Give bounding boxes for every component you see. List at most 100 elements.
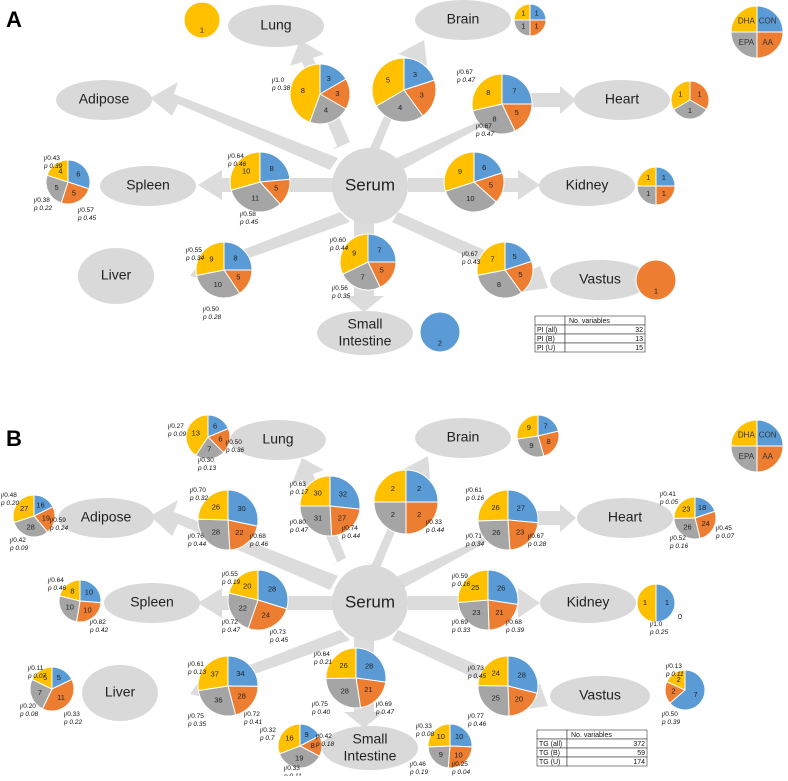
stat-pvalue: p 0.22 (63, 719, 82, 726)
pie-slice-value: 19 (42, 514, 50, 523)
pie-slice (329, 505, 361, 537)
stat-correlation: ȷ/0.60 (329, 237, 346, 244)
organ-kidney-label: Kidney (566, 177, 609, 193)
table-row-label: TG (U) (539, 759, 560, 766)
table-cell (564, 324, 646, 335)
pie-slice (449, 723, 473, 748)
organ-spleen-label: Spleen (126, 177, 170, 193)
organ-brain-label: Brain (447, 11, 480, 27)
pie-slice-value: 8 (497, 280, 501, 289)
pie-slice-value: 10 (454, 751, 462, 760)
pie-slice (227, 592, 259, 629)
pie-slice-value: 7 (207, 445, 211, 454)
pie-slice (223, 241, 253, 271)
stat-b-vas-a: ȷ/0.13p 0.11 (665, 663, 684, 678)
stat-pvalue: p 0.28 (527, 541, 546, 548)
stat-pvalue: p 0.16 (669, 543, 688, 550)
stat-b-liv-b: ȷ/0.20p 0.08 (19, 703, 38, 718)
stat-pvalue: p 0.04 (451, 769, 470, 776)
pie-slice-value: 1 (662, 189, 666, 198)
stat-pvalue: p 0.47 (289, 527, 308, 534)
table-row-label: TG (B) (539, 750, 560, 757)
pie-slice-value: 30 (237, 504, 245, 513)
pie-slice (756, 419, 784, 447)
pie-slice-value: 23 (516, 527, 524, 536)
pie-slice-value: 26 (491, 503, 499, 512)
stat-pvalue: p 0.39 (43, 163, 62, 170)
pie-slice-value: 23 (472, 608, 480, 617)
table-value: 32 (635, 327, 643, 334)
pie-slice (230, 181, 281, 213)
pie-slice (655, 185, 676, 206)
pie-a-heart-tissue: 111 (670, 80, 710, 120)
stat-correlation: ȷ/0.64 (313, 651, 330, 658)
stat-pvalue: p 0.18 (315, 741, 334, 748)
pie-slice (666, 669, 686, 691)
stat-pvalue: p 0.44 (329, 245, 348, 252)
pie-slice (655, 166, 676, 187)
pie-slice (367, 233, 397, 263)
pie-slice-value: 31 (314, 514, 322, 523)
b-organ-heart (577, 498, 673, 538)
stat-correlation: ȷ/0.82 (89, 619, 106, 626)
pie-slice-value: 9 (529, 441, 533, 450)
pie-slice (13, 515, 49, 538)
stat-b-livser-b: ȷ/0.75p 0.35 (187, 713, 206, 728)
organ-spleen (100, 166, 196, 206)
pie-slice (477, 489, 509, 522)
pie-slice-value: 1 (521, 8, 525, 17)
stat-correlation: ȷ/0.55 (221, 571, 238, 578)
pie-slice-value: DHA (738, 16, 756, 25)
arrow-to-adipose (150, 82, 338, 170)
organ-small-intestine-label-1: Small (347, 316, 382, 332)
pie-slice (299, 475, 331, 507)
organ-heart-label: Heart (605, 91, 639, 107)
stat-pvalue: p 0.46 (249, 541, 268, 548)
b-organ-lung-label: Lung (262, 431, 293, 447)
stat-b-heartser-a: ȷ/0.61p 0.16 (465, 487, 484, 502)
pie-slice-value: 28 (365, 662, 373, 671)
stat-correlation: ȷ/0.33 (63, 711, 80, 718)
pie-slice-value: 5 (274, 183, 278, 192)
pie-slice (673, 517, 701, 540)
organ-serum (332, 148, 408, 224)
pie-slice-value: 26 (683, 523, 691, 532)
stat-a-si-a: ȷ/0.60p 0.44 (329, 237, 348, 252)
pie-slice (197, 685, 237, 717)
pie-slice (371, 57, 405, 107)
arrow-to-heart-head (560, 86, 576, 114)
stat-b-siser-a: ȷ/0.64p 0.21 (313, 651, 332, 666)
pie-slice (694, 510, 717, 539)
pie-a-lung-tissue: 1 (183, 1, 221, 39)
stat-b-kidser-a: ȷ/0.59p 0.16 (451, 573, 470, 588)
pie-slice (227, 655, 259, 687)
pie-slice-value: 16 (285, 734, 293, 743)
stat-pvalue: p 0.16 (465, 495, 484, 502)
stat-pvalue: p 0.44 (187, 541, 206, 548)
stat-b-adiser-a: ȷ/0.70p 0.32 (189, 487, 208, 502)
pie-slice (403, 57, 436, 91)
pie-slice (507, 489, 539, 524)
pie-slice (756, 445, 784, 473)
pie-slice-value: 5 (518, 270, 522, 279)
pie-slice (476, 269, 523, 299)
stat-pvalue: p 0.44 (425, 527, 444, 534)
stat-b-si2-a: ȷ/0.33p 0.08 (415, 723, 434, 738)
pie-slice (373, 469, 407, 503)
pie-slice (185, 414, 209, 456)
pie-slice-value: 8 (270, 164, 274, 173)
pie-slice-value: 5 (55, 183, 59, 192)
pie-slice (507, 685, 538, 717)
stat-pvalue: p 0.34 (185, 255, 204, 262)
pie-slice-value: 7 (490, 255, 494, 264)
stat-pvalue: p 0.42 (89, 627, 108, 634)
pie-slice-value: 3 (413, 70, 417, 79)
stat-correlation: ȷ/0.75 (311, 701, 328, 708)
pie-slice-value: 26 (339, 661, 347, 670)
